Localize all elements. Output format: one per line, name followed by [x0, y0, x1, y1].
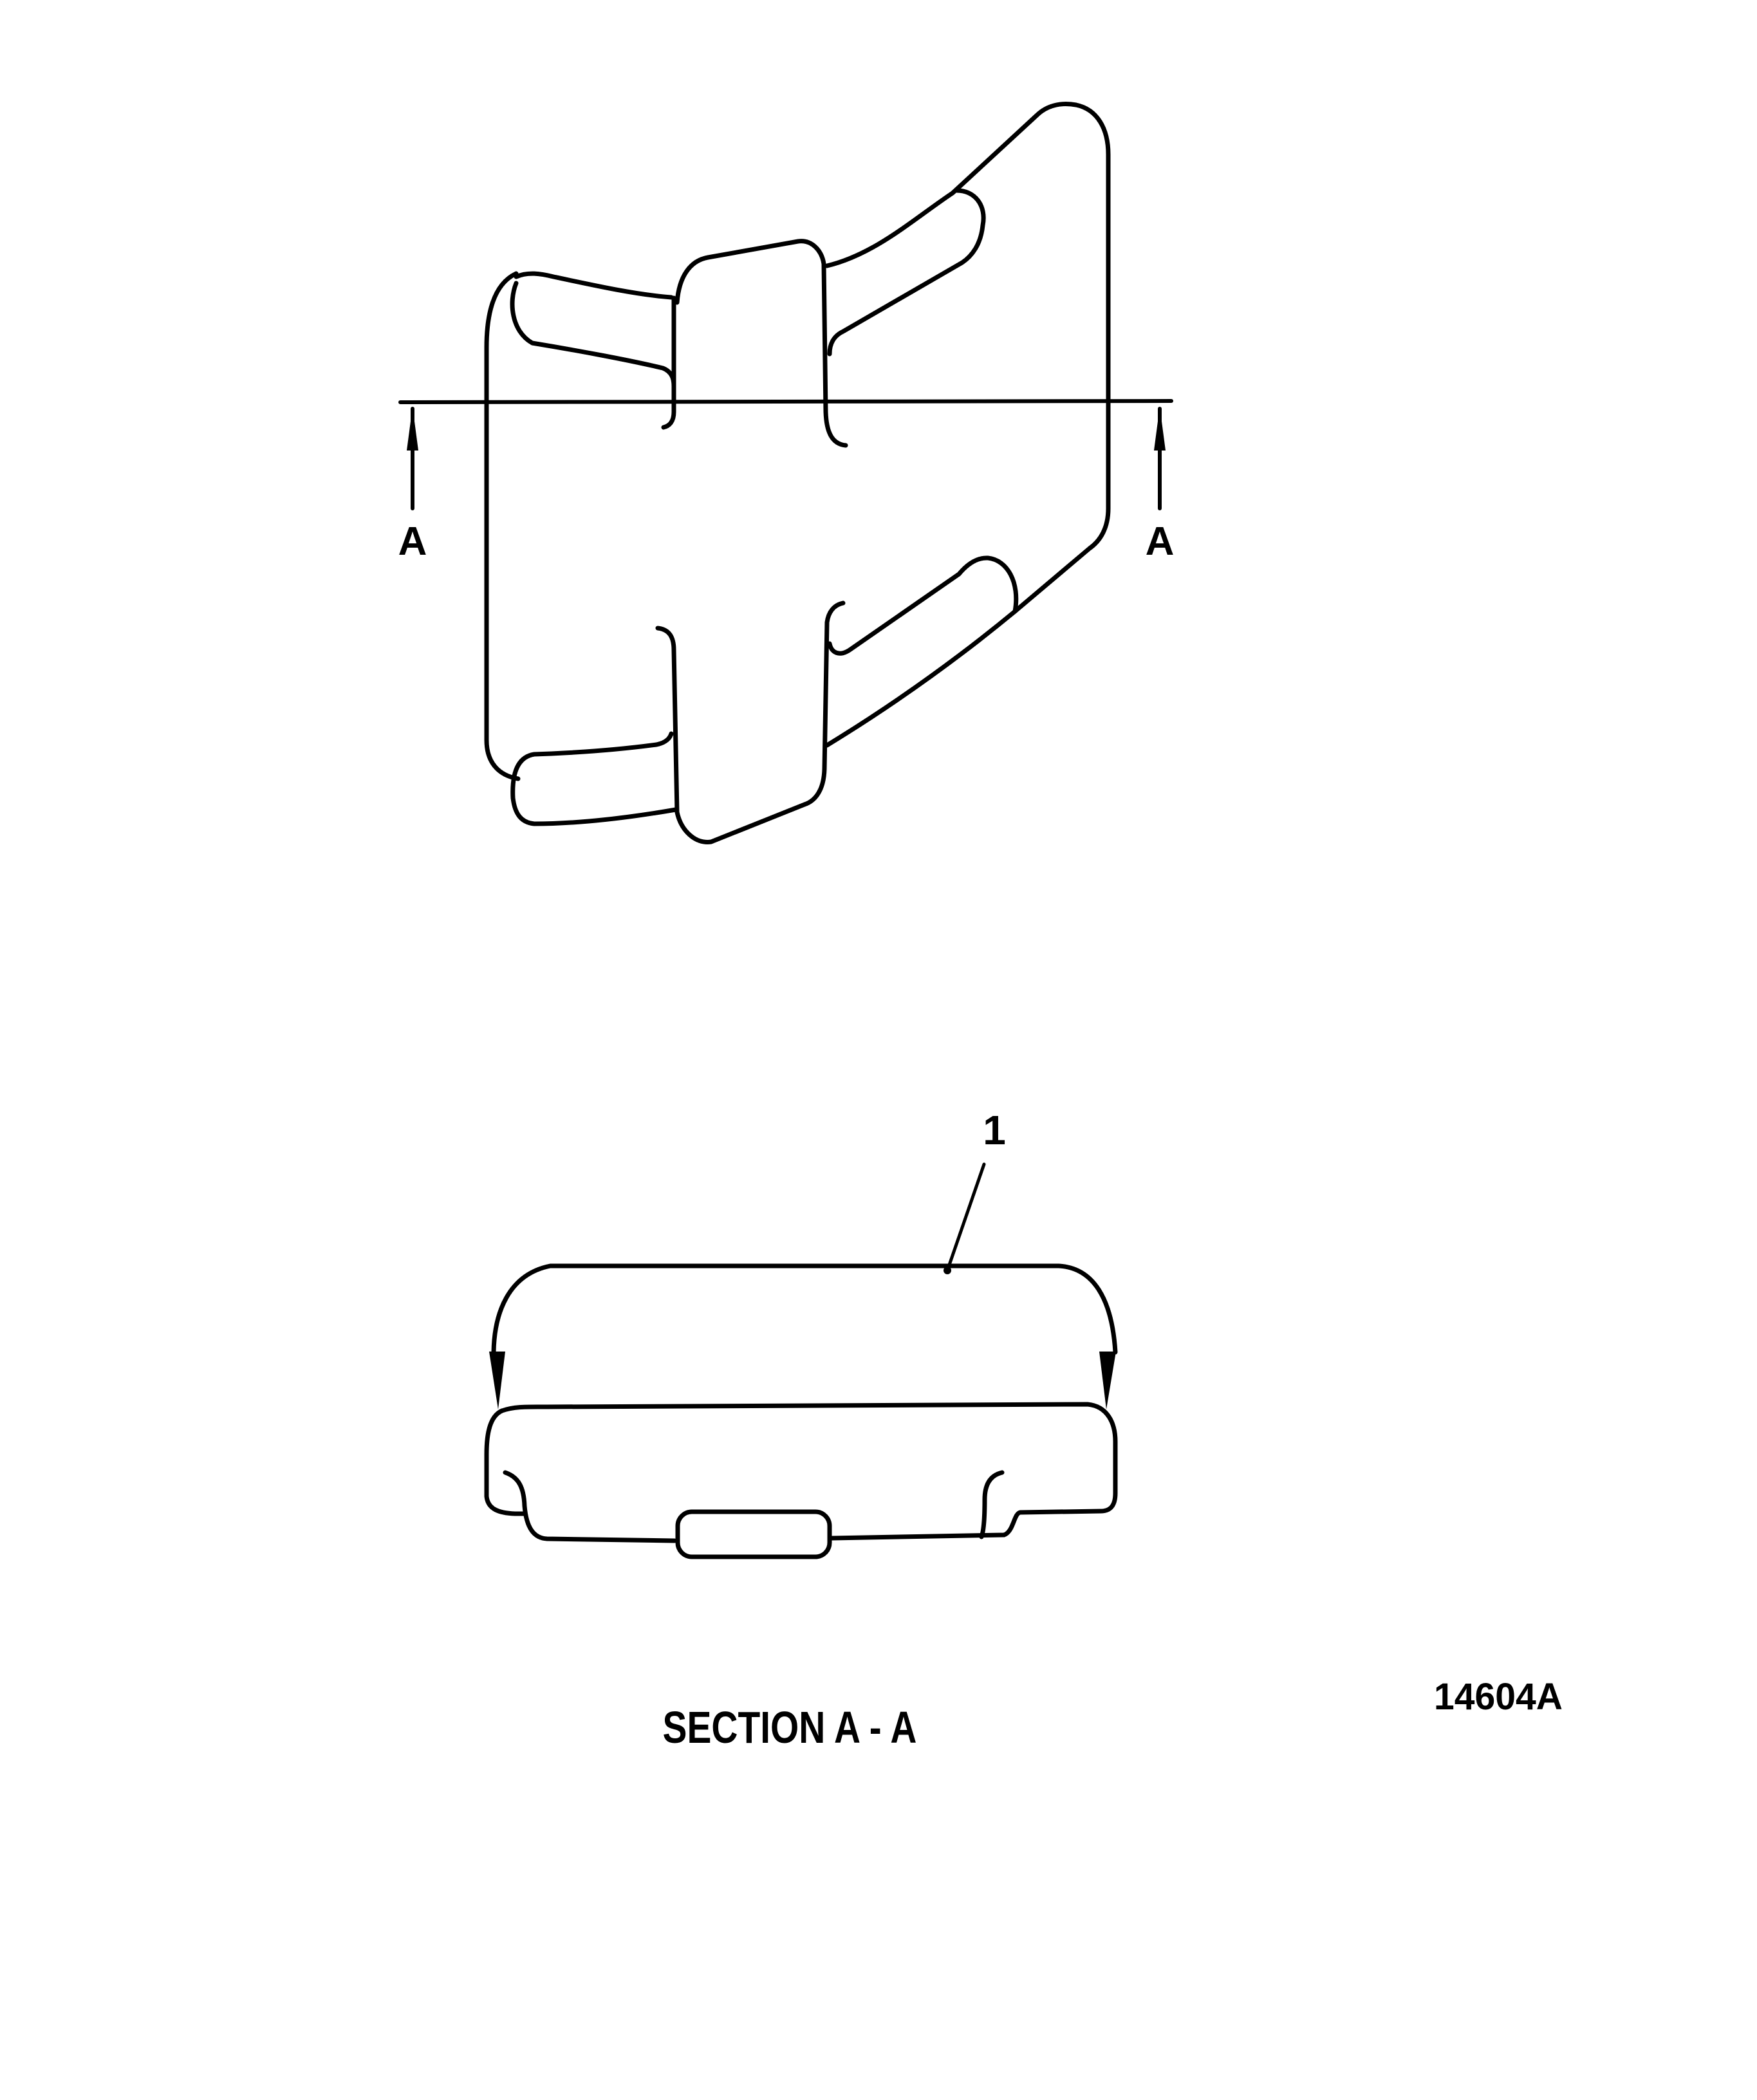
slot-bottom-right: [827, 555, 1019, 656]
section-hook-right: [979, 1470, 1005, 1539]
section-body-right: [499, 1402, 1118, 1541]
section-slot: [675, 1509, 832, 1559]
center-block-top: [674, 239, 848, 448]
part-outline-arc: [491, 1263, 1118, 1355]
slot-bottom-left: [510, 731, 678, 826]
figure-id-label: 14604A: [1434, 1676, 1563, 1718]
section-line: [398, 399, 1173, 404]
slot-top-left-upper: [514, 271, 674, 300]
section-title: SECTION A - A: [663, 1702, 917, 1752]
arrow-down-icon: [489, 1352, 505, 1409]
section-body-left: [484, 1408, 526, 1516]
plan-view: A A: [398, 102, 1175, 844]
section-hook-left: [503, 1470, 677, 1543]
arrow-down-icon: [1099, 1352, 1116, 1409]
callout-number: 1: [983, 1107, 1006, 1153]
outer-right-edge: [824, 102, 1111, 748]
center-block-bottom: [655, 600, 846, 844]
section-view: 1 SECTION A - A: [484, 1107, 1118, 1752]
slot-top-left-lower: [510, 281, 676, 389]
outer-left-edge: [484, 271, 521, 781]
arrow-up-icon: [407, 407, 418, 451]
center-block-left-upper: [661, 295, 676, 430]
callout-leader: [945, 1162, 986, 1272]
callout-dot: [944, 1267, 951, 1274]
slot-top-right: [827, 188, 986, 357]
section-marker-left: A: [398, 519, 427, 564]
arrow-up-icon: [1154, 407, 1166, 451]
section-marker-right: A: [1146, 519, 1175, 564]
